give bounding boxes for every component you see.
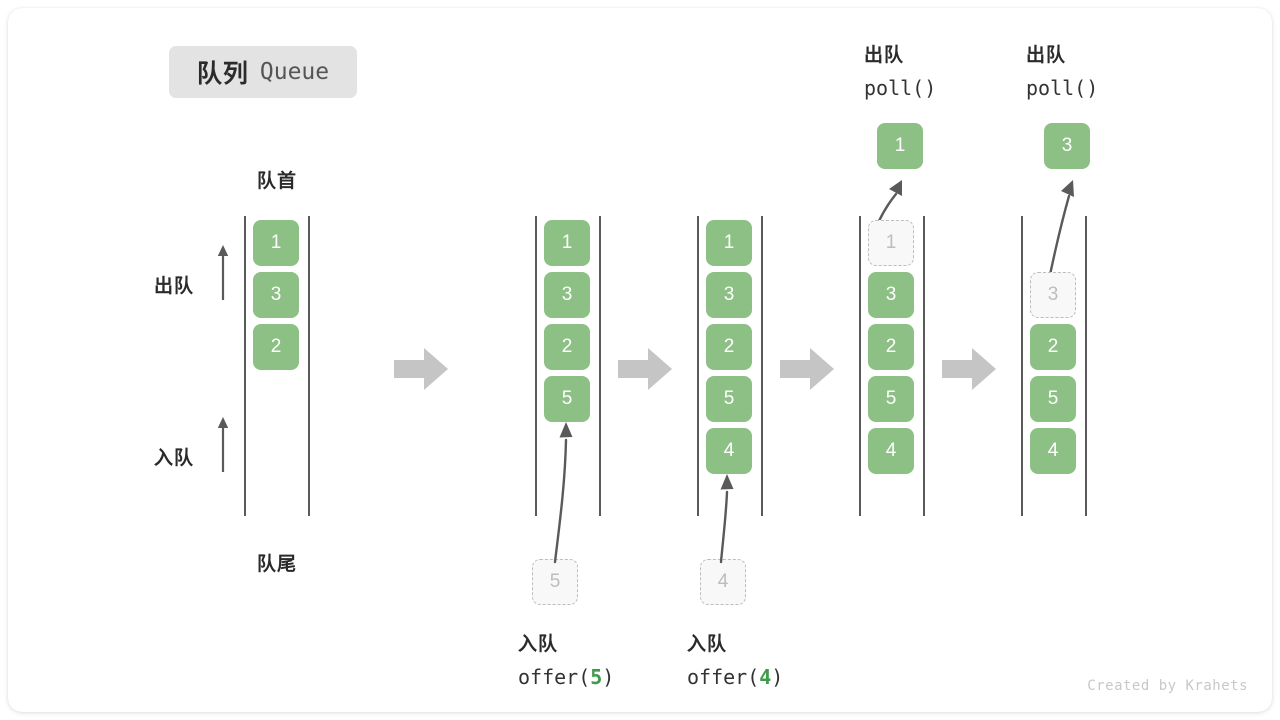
enqueue-direction-arrow-icon [217,417,229,472]
step-arrow-icon [618,348,672,390]
queue-tail-label: 队尾 [256,554,297,575]
step-arrow-icon [942,348,996,390]
queue-rail-left [244,216,246,516]
queue-stage-offer-5: 1 3 2 5 [535,216,601,516]
title-cn: 队列 [196,60,249,88]
queue-rail-right [761,216,763,516]
polled-value-cell: 3 [1044,123,1090,169]
op-code-value: 4 [759,665,772,689]
queue-stage-offer-4: 1 3 2 5 4 [697,216,763,516]
op-code-suffix: ) [602,665,615,689]
queue-stage-initial: 1 3 2 [244,216,310,516]
step-arrow-icon [394,348,448,390]
dequeue-direction-arrow-icon [217,245,229,300]
queue-stage-poll-1: 1 3 2 5 4 [859,216,925,516]
stage-poll-3-op-code: poll() [1026,76,1099,100]
incoming-ghost-cell: 4 [700,559,746,605]
stage-offer-4-op-cn: 入队 [687,634,728,655]
queue-rail-left [859,216,861,516]
op-code-prefix: offer( [518,665,591,689]
diagram-title-badge: 队列 Queue [169,46,357,98]
queue-rail-left [697,216,699,516]
queue-cell: 3 [544,272,590,318]
queue-cell: 1 [706,220,752,266]
queue-cell: 2 [1030,324,1076,370]
diagram-card: 队列 Queue 队首 队尾 出队 入队 1 3 2 1 3 2 5 5 [8,8,1272,712]
stage-offer-4-op-code: offer(4) [687,665,783,689]
queue-cell: 2 [868,324,914,370]
watermark-credit: Created by Krahets [1087,678,1248,694]
queue-cell: 2 [706,324,752,370]
queue-cell-removed: 3 [1030,272,1076,318]
incoming-ghost-cell: 5 [532,559,578,605]
queue-cell: 4 [868,428,914,474]
queue-cell-removed: 1 [868,220,914,266]
queue-cell-new: 4 [706,428,752,474]
queue-rail-right [599,216,601,516]
queue-rail-left [1021,216,1023,516]
stage-offer-5-op-cn: 入队 [518,634,559,655]
queue-cell: 2 [253,324,299,370]
stage-offer-5-op-code: offer(5) [518,665,614,689]
stage-poll-1-op-cn: 出队 [864,45,905,66]
queue-rail-left [535,216,537,516]
queue-cell: 3 [253,272,299,318]
queue-rail-right [1085,216,1087,516]
queue-rail-right [923,216,925,516]
queue-cell: 4 [1030,428,1076,474]
stage-poll-1-op-code: poll() [864,76,937,100]
title-en: Queue [259,59,330,85]
queue-cell-new: 5 [544,376,590,422]
queue-cell: 2 [544,324,590,370]
queue-stage-poll-3: 3 2 5 4 [1021,216,1087,516]
enqueue-direction-label: 入队 [154,448,195,469]
queue-rail-right [308,216,310,516]
op-code-suffix: ) [771,665,784,689]
step-arrow-icon [780,348,834,390]
op-code-value: 5 [590,665,603,689]
queue-cell: 5 [868,376,914,422]
queue-cell: 1 [253,220,299,266]
op-code-prefix: offer( [687,665,760,689]
queue-cell: 5 [706,376,752,422]
queue-cell: 5 [1030,376,1076,422]
dequeue-direction-label: 出队 [154,276,195,297]
stage-poll-3-op-cn: 出队 [1026,45,1067,66]
queue-cell: 1 [544,220,590,266]
queue-cell: 3 [868,272,914,318]
polled-value-cell: 1 [877,123,923,169]
queue-head-label: 队首 [256,171,297,192]
queue-cell: 3 [706,272,752,318]
